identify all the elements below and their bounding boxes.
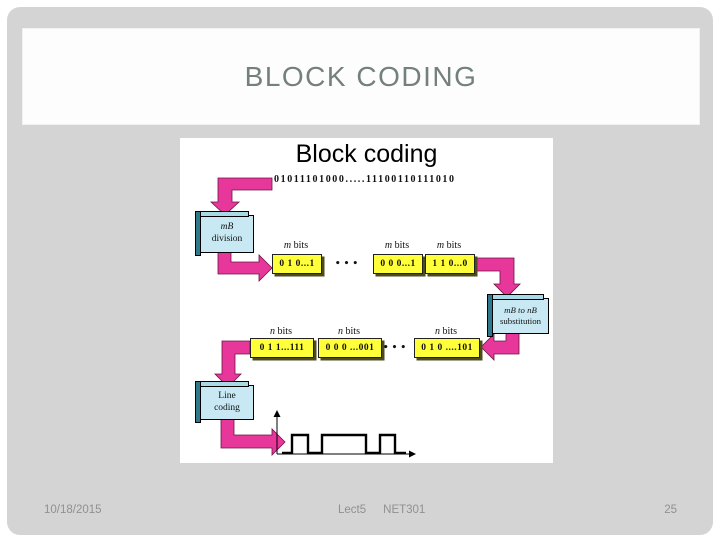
diagram-title: Block coding <box>295 140 438 168</box>
data-box-n1: 0 1 1...111 <box>250 338 314 358</box>
footer-lecture: Lect5 <box>338 504 367 516</box>
m-bits-label-word: bits <box>293 240 309 251</box>
arrow-groups-to-substitution <box>474 257 521 298</box>
m-bits-label: m bits <box>373 240 421 251</box>
arrow-groups-to-linecoding <box>214 340 251 388</box>
line-coding-box: Line coding <box>195 381 254 423</box>
line-coding-box-line2: coding <box>214 402 240 413</box>
n-bits-label-word: bits <box>345 326 360 337</box>
m-bits-label-sym: m <box>436 240 445 251</box>
data-box-m1: 0 1 0...1 <box>272 254 322 274</box>
title-box: BLOCK CODING <box>22 28 700 125</box>
n-bits-label: n bits <box>318 326 380 337</box>
m-bits-label: m bits <box>272 240 320 251</box>
division-box: mB division <box>195 211 254 256</box>
m-bits-label-sym: m <box>283 240 292 251</box>
flow-arrows <box>209 177 521 456</box>
line-coding-box-line1: Line <box>218 390 236 401</box>
footer-course: NET301 <box>383 504 426 516</box>
division-box-line1: mB <box>220 222 234 233</box>
arrow-linecoding-to-signal <box>220 417 286 456</box>
m-bits-label-word: bits <box>446 240 462 251</box>
n-bits-label-word: bits <box>442 326 457 337</box>
m-bits-label-word: bits <box>394 240 410 251</box>
footer-center: Lect5 NET301 <box>338 504 425 516</box>
slide: BLOCK CODING Block coding 01011101000...… <box>7 7 713 535</box>
x-axis-arrowhead-icon <box>409 450 416 458</box>
n-bits-label-sym: n <box>338 326 344 337</box>
m-bits-label-sym: m <box>384 240 393 251</box>
block-coding-diagram: Block coding 01011101000.....11100110111… <box>180 138 553 463</box>
data-box-n2: 0 0 0 ...001 <box>318 338 382 358</box>
substitution-box-line2: substitution <box>499 316 542 326</box>
square-wave <box>282 433 406 455</box>
data-box-n3: 0 1 0 ....101 <box>414 338 480 358</box>
y-axis-arrowhead-icon <box>273 410 281 417</box>
arrow-division-to-groups <box>217 251 273 282</box>
ellipsis-row2: ••• <box>382 343 410 353</box>
signal-waveform <box>273 410 416 458</box>
n-bits-label-word: bits <box>277 326 292 337</box>
n-bits-label: n bits <box>414 326 478 337</box>
data-box-m2: 0 0 0...1 <box>373 254 423 274</box>
m-bits-label: m bits <box>425 240 473 251</box>
data-box-m3: 1 1 0...0 <box>425 254 475 274</box>
footer-date: 10/18/2015 <box>44 504 102 516</box>
slide-title: BLOCK CODING <box>244 60 478 92</box>
substitution-box-line1: mB to nB <box>504 305 537 316</box>
footer-page-number: 25 <box>664 504 677 516</box>
substitution-box: mB to nB substitution <box>487 294 549 337</box>
division-box-line2: division <box>211 234 243 244</box>
n-bits-label-sym: n <box>270 326 276 337</box>
n-bits-label-sym: n <box>435 326 441 337</box>
arrow-substitution-to-groups <box>480 331 520 361</box>
bitstream-text: 01011101000.....11100110111010 <box>274 174 456 185</box>
ellipsis-row1: ••• <box>334 259 362 269</box>
n-bits-label: n bits <box>250 326 312 337</box>
arrow-stream-to-division <box>209 177 273 216</box>
